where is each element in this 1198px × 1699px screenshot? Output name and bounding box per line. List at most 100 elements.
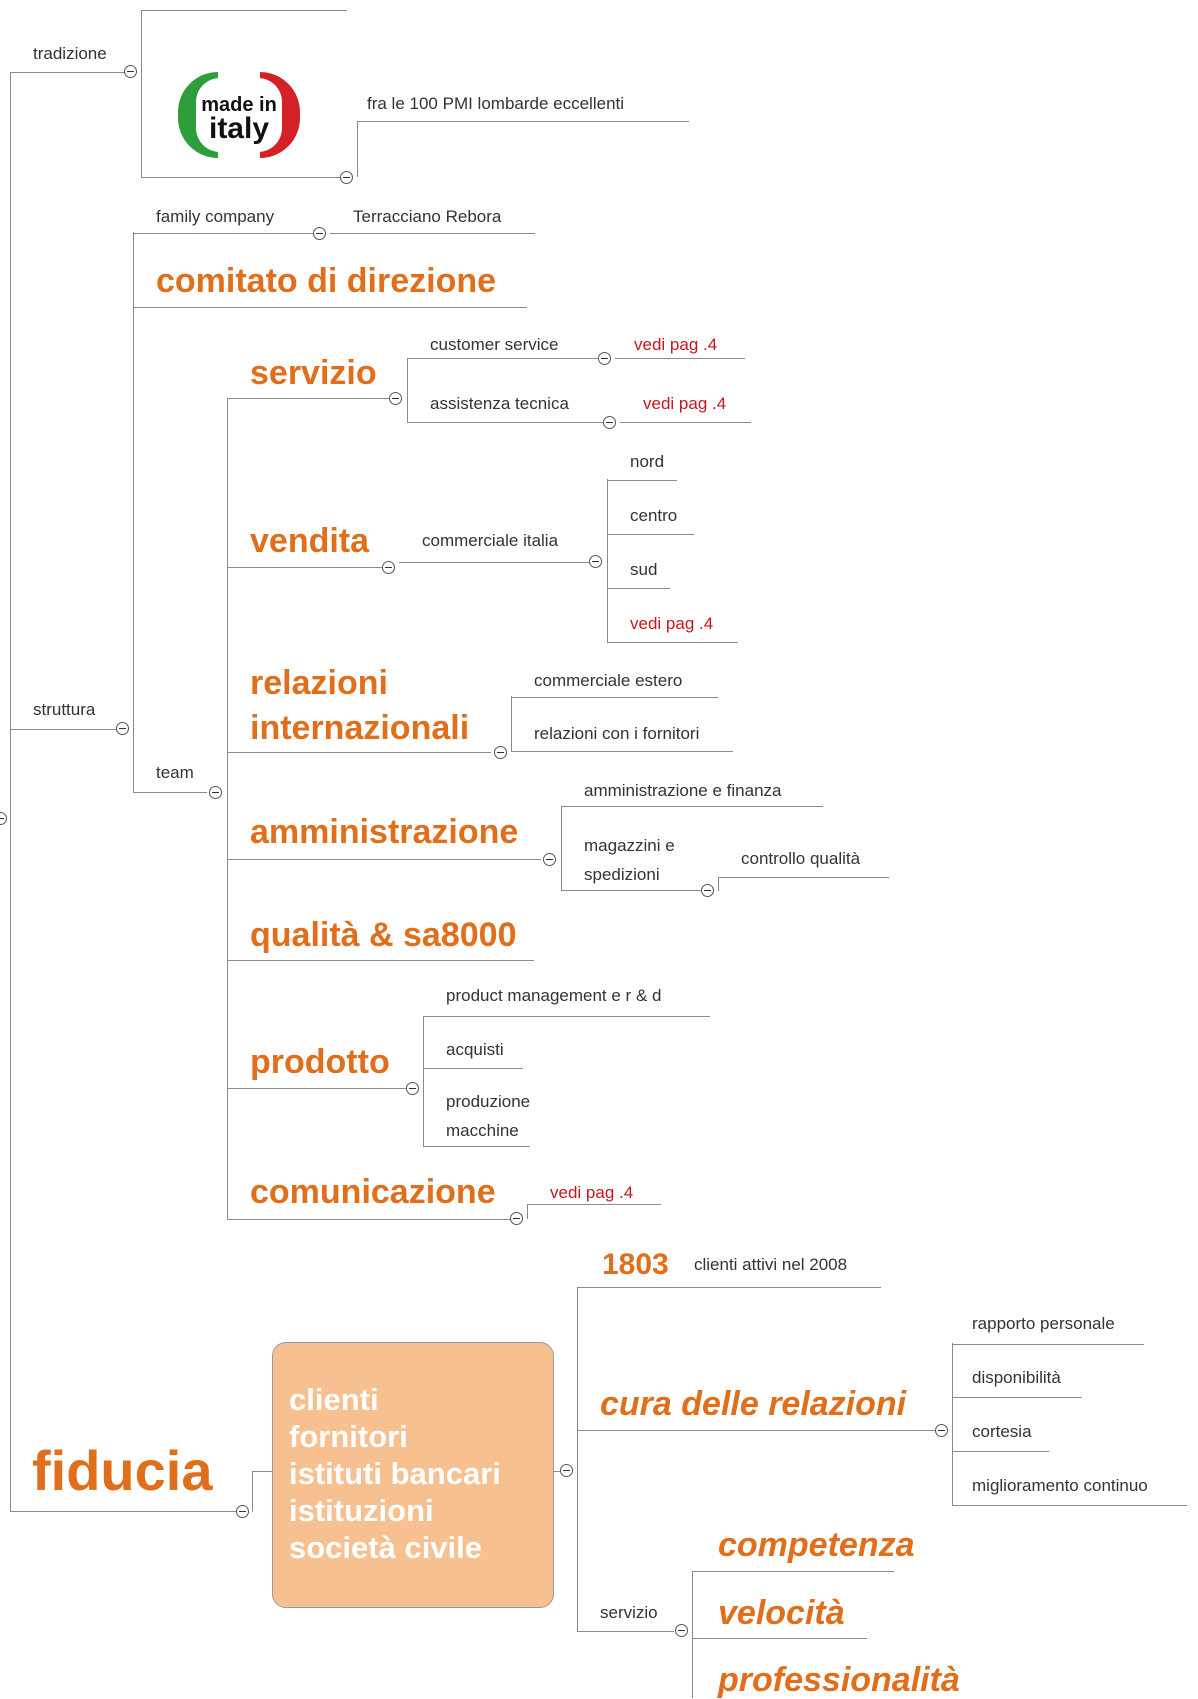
collapse-toggle-logo[interactable] (340, 171, 353, 184)
connector (561, 806, 823, 808)
produzione-label-1: produzione (446, 1092, 531, 1111)
comunicazione-ref[interactable]: vedi pag .4 (550, 1183, 634, 1202)
connector (357, 121, 689, 123)
cura-relazioni-label: cura delle relazioni (600, 1385, 907, 1423)
customer-service-label: customer service (430, 335, 559, 354)
servizio-velocita: velocità (718, 1594, 845, 1632)
collapse-toggle-tradizione[interactable] (124, 65, 137, 78)
collapse-toggle-amministrazione[interactable] (543, 853, 556, 866)
connector (357, 122, 359, 177)
connector (10, 72, 132, 74)
collapse-toggle-struttura[interactable] (116, 722, 129, 735)
collapse-toggle-cura[interactable] (935, 1424, 948, 1437)
svg-text:made in: made in (201, 94, 277, 116)
connector (527, 1204, 661, 1206)
connector (227, 859, 541, 861)
connector (577, 1287, 579, 1632)
connector (133, 232, 135, 792)
connector (252, 1471, 254, 1512)
produzione-label-2: macchine (446, 1121, 519, 1140)
connector (227, 567, 382, 569)
clienti-count: 1803 (602, 1248, 669, 1281)
branch-label-struttura: struttura (33, 700, 96, 719)
amministrazione-finanza-label: amministrazione e finanza (584, 781, 782, 800)
collapse-toggle-vendita[interactable] (382, 561, 395, 574)
connector (952, 1343, 954, 1506)
fiducia-servizio-label: servizio (600, 1603, 658, 1622)
branch-label-tradizione: tradizione (33, 44, 107, 63)
controllo-qualita-label: controllo qualità (741, 849, 861, 868)
connector (407, 358, 409, 423)
connector (252, 1471, 272, 1473)
stakeholder-hub: clienti fornitori istituti bancari istit… (272, 1342, 554, 1608)
connector (423, 1146, 530, 1148)
family-name: Terracciano Rebora (353, 207, 502, 226)
connector (141, 10, 347, 12)
team-prodotto-label: prodotto (250, 1043, 390, 1081)
collapse-toggle-fiducia-servizio[interactable] (675, 1624, 688, 1637)
connector (227, 960, 534, 962)
servizio-competenza: competenza (718, 1526, 915, 1564)
hub-clienti: clienti (289, 1382, 379, 1417)
collapse-toggle-comunicazione[interactable] (510, 1212, 523, 1225)
assistenza-ref[interactable]: vedi pag .4 (643, 394, 727, 413)
customer-service-ref[interactable]: vedi pag .4 (634, 335, 718, 354)
magazzini-label-1: magazzini e (584, 836, 675, 855)
team-amministrazione-label: amministrazione (250, 813, 519, 851)
collapse-toggle-team[interactable] (209, 786, 222, 799)
area-nord: nord (630, 452, 665, 471)
connector (607, 480, 677, 482)
hub-societa-civile: società civile (289, 1530, 483, 1565)
team-servizio-label: servizio (250, 354, 377, 392)
connector (718, 877, 889, 879)
commerciale-italia-label: commerciale italia (422, 531, 559, 550)
collapse-toggle-fiducia[interactable] (236, 1505, 249, 1518)
connector (577, 1430, 935, 1432)
connector (227, 398, 389, 400)
connector (607, 479, 609, 643)
connector (399, 562, 589, 564)
area-sud: sud (630, 560, 658, 579)
connector (554, 1471, 564, 1473)
connector (511, 696, 513, 752)
connector (561, 806, 563, 891)
connector (407, 422, 603, 424)
collapse-toggle-prodotto[interactable] (406, 1082, 419, 1095)
connector (607, 534, 694, 536)
cura-item-rapporto: rapporto personale (972, 1314, 1115, 1333)
collapse-toggle-hub[interactable] (560, 1464, 573, 1477)
connector (607, 588, 670, 590)
collapse-toggle-family[interactable] (313, 227, 326, 240)
connector (423, 1016, 425, 1147)
cura-item-cortesia: cortesia (972, 1422, 1032, 1441)
commerciale-estero-label: commerciale estero (534, 671, 683, 690)
team-relazioni-label-2: internazionali (250, 709, 470, 747)
connector (561, 890, 703, 892)
made-in-italy-logo: made in italy (178, 72, 300, 158)
connector (227, 752, 491, 754)
connector (227, 398, 229, 1220)
svg-text:italy: italy (209, 112, 269, 145)
collapse-toggle-customer[interactable] (598, 352, 611, 365)
connector (527, 1204, 529, 1219)
connector (133, 307, 527, 309)
connector (227, 1088, 406, 1090)
collapse-toggle-magazzini[interactable] (701, 884, 714, 897)
team-comunicazione-label: comunicazione (250, 1173, 496, 1211)
connector (692, 1638, 867, 1640)
cura-item-disponibilita: disponibilità (972, 1368, 1061, 1387)
collapse-toggle-relazioni[interactable] (494, 746, 507, 759)
collapse-toggle-assistenza[interactable] (603, 416, 616, 429)
connector (952, 1451, 1049, 1453)
connector (141, 10, 143, 178)
vendita-ref[interactable]: vedi pag .4 (630, 614, 714, 633)
team-qualita-label: qualità & sa8000 (250, 916, 517, 954)
product-management-label: product management e r & d (446, 986, 662, 1005)
connector (615, 358, 745, 360)
collapse-toggle-commerciale[interactable] (589, 555, 602, 568)
collapse-toggle-servizio[interactable] (389, 392, 402, 405)
connector (952, 1397, 1082, 1399)
collapse-toggle-root[interactable] (0, 812, 7, 825)
connector (141, 177, 347, 179)
